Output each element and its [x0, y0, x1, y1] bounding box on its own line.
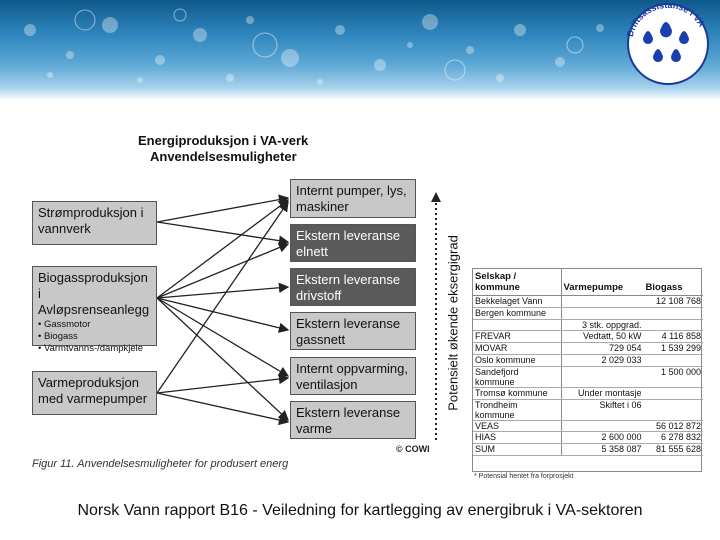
report-footer: Norsk Vann rapport B16 - Veiledning for …	[0, 502, 720, 520]
source-box-hydropower: Strømproduksjon i vannverk	[32, 201, 157, 245]
table-cell: HIAS	[473, 432, 561, 444]
table-cell	[644, 319, 703, 331]
potential-table: Selskap / kommune Varmepumpe Biogass Bek…	[472, 268, 702, 472]
target-label: Internt oppvarming, ventilasjon	[296, 361, 408, 392]
table-cell: Tromsø kommune	[473, 387, 561, 399]
table-cell: 729 054	[561, 343, 644, 355]
table-row: Sandefjord kommune 1 500 000	[473, 366, 703, 387]
table-cell: 1 539 299	[644, 343, 703, 355]
table-cell: 2 029 033	[561, 354, 644, 366]
table-cell: Oslo kommune	[473, 354, 561, 366]
target-label: Ekstern leveranse elnett	[296, 228, 400, 259]
target-box-heat-delivery: Ekstern leveranse varme	[290, 401, 416, 439]
source-mark: © COWI	[396, 444, 430, 454]
source-box-biogas: Biogassproduksjon i Avløpsrenseanlegg Ga…	[32, 266, 157, 346]
table-cell: 6 278 832	[644, 432, 703, 444]
source-box-heatpump: Varmeproduksjon med varmepumper	[32, 371, 157, 415]
table-cell	[561, 420, 644, 432]
table-cell: 2 600 000	[561, 432, 644, 444]
table-cell: 5 358 087	[561, 444, 644, 456]
table-cell: SUM	[473, 444, 561, 456]
source-label: Strømproduksjon i vannverk	[38, 205, 143, 236]
table-cell	[473, 319, 561, 331]
exergy-axis-label: Potensielt økende eksergigrad	[446, 235, 461, 411]
table-cell: FREVAR	[473, 331, 561, 343]
table-row: VEAS 56 012 872	[473, 420, 703, 432]
table-cell	[561, 307, 644, 319]
target-label: Ekstern leveranse varme	[296, 405, 400, 436]
source-label: Varmeproduksjon med varmepumper	[38, 375, 147, 406]
table-cell	[561, 296, 644, 308]
table-cell: VEAS	[473, 420, 561, 432]
bullet-item: Varmtvanns-/dampkjele	[38, 343, 151, 355]
source-mark-text: COWI	[405, 444, 430, 454]
table-cell: 81 555 628	[644, 444, 703, 456]
source-label: Biogassproduksjon i Avløpsrenseanlegg	[38, 270, 149, 317]
target-box-internal-heating: Internt oppvarming, ventilasjon	[290, 357, 416, 395]
table-cell: 3 stk. oppgrad.	[561, 319, 644, 331]
table-cell: 56 012 872	[644, 420, 703, 432]
table-cell	[561, 366, 644, 387]
table-cell: Bekkelaget Vann	[473, 296, 561, 308]
table-cell: 12 108 768	[644, 296, 703, 308]
bullet-list: Gassmotor Biogass Varmtvanns-/dampkjele	[38, 319, 151, 355]
table-cell	[644, 354, 703, 366]
table-cell: 4 116 858	[644, 331, 703, 343]
column-header: Varmepumpe	[561, 269, 644, 296]
table-cell: Skiftet i 06	[561, 399, 644, 420]
target-label: Ekstern leveranse gassnett	[296, 316, 400, 347]
bullet-item: Biogass	[38, 331, 151, 343]
table-cell: 1 500 000	[644, 366, 703, 387]
table-header-row: Selskap / kommune Varmepumpe Biogass	[473, 269, 703, 296]
table-footnote: * Potensial hentet fra forprosjekt	[474, 473, 574, 480]
table-cell: Sandefjord kommune	[473, 366, 561, 387]
target-label: Internt pumper, lys, maskiner	[296, 183, 407, 214]
table-cell: Vedtatt, 50 kW	[561, 331, 644, 343]
table-cell: Bergen kommune	[473, 307, 561, 319]
table-row: Bekkelaget Vann 12 108 768	[473, 296, 703, 308]
table-cell	[644, 387, 703, 399]
target-box-grid: Ekstern leveranse elnett	[290, 224, 416, 262]
target-box-gasgrid: Ekstern leveranse gassnett	[290, 312, 416, 350]
table-cell	[644, 399, 703, 420]
target-box-internal-power: Internt pumper, lys, maskiner	[290, 179, 416, 218]
table-cell: MOVAR	[473, 343, 561, 355]
column-header: Biogass	[644, 269, 703, 296]
table-cell: Trondheim kommune	[473, 399, 561, 420]
table-cell: Under montasje	[561, 387, 644, 399]
target-label: Ekstern leveranse drivstoff	[296, 272, 400, 303]
table-row: 3 stk. oppgrad.	[473, 319, 703, 331]
table-cell	[644, 307, 703, 319]
figure-caption: Figur 11. Anvendelsesmuligheter for prod…	[32, 458, 288, 470]
bullet-item: Gassmotor	[38, 319, 151, 331]
table-row: Bergen kommune	[473, 307, 703, 319]
column-header: Selskap / kommune	[473, 269, 561, 296]
target-box-fuel: Ekstern leveranse drivstoff	[290, 268, 416, 306]
